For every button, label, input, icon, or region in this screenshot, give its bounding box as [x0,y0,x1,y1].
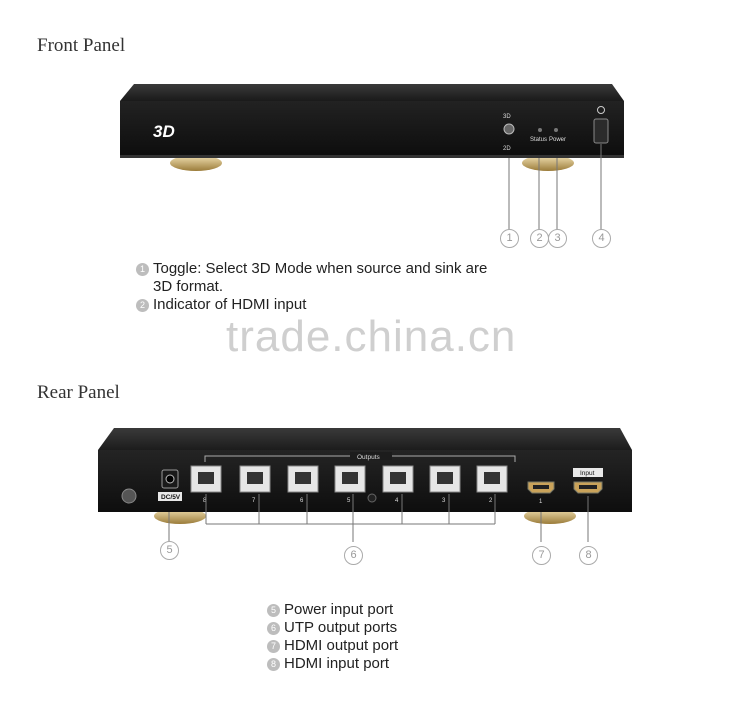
front-panel-diagram: 3D 3D 2D Status Power [120,84,624,230]
legend-text-8: HDMI input port [284,655,390,672]
status-label: Status [530,137,547,143]
legend-number-7: 7 [267,640,280,653]
legend-number-8: 8 [267,658,280,671]
legend-text-7: HDMI output port [284,637,399,654]
toggle-label-3d: 3D [503,114,511,120]
rear-device-top [98,428,632,450]
legend-item-1: 1 Toggle: Select 3D Mode when source and… [136,260,556,278]
callout-4: 4 [592,229,611,248]
port-number-4: 4 [395,498,399,504]
callout-3: 3 [548,229,567,248]
rj45-port-4 [382,465,414,493]
hdmi-input-port [573,481,603,494]
front-foot-left [170,155,222,171]
legend-item-7: 7 HDMI output port [267,637,487,655]
rear-panel-diagram: DC/5V Outputs 8 7 6 5 4 3 2 1 Input [98,428,632,542]
legend-item-1-cont: 3D format. [136,278,556,296]
front-device-face [120,101,624,157]
callout-7: 7 [532,546,551,565]
callout-5: 5 [160,541,179,560]
hdmi-out-number: 1 [539,499,543,505]
port-number-7: 7 [252,498,256,504]
power-led [554,128,558,132]
legend-text-1: Toggle: Select 3D Mode when source and s… [153,260,488,277]
outputs-label: Outputs [357,454,381,461]
toggle-label-2d: 2D [503,146,511,152]
front-panel-title: Front Panel [37,35,126,56]
toggle-button [503,123,515,135]
rear-panel-title: Rear Panel [37,382,120,403]
front-3d-logo: 3D [153,122,175,141]
rj45-port-3 [429,465,461,493]
callout-8: 8 [579,546,598,565]
rear-screw [121,488,137,504]
port-number-5: 5 [347,498,351,504]
rj45-port-2 [476,465,508,493]
front-legend: 1 Toggle: Select 3D Mode when source and… [136,260,556,314]
rj45-port-7 [239,465,271,493]
callout-2: 2 [530,229,549,248]
power-symbol-icon [597,106,605,114]
legend-number-5: 5 [267,604,280,617]
callout-1: 1 [500,229,519,248]
legend-text-1-cont: 3D format. [153,278,224,295]
legend-text-5: Power input port [284,601,394,618]
legend-number-1: 1 [136,263,149,276]
legend-number-2: 2 [136,299,149,312]
port-number-6: 6 [300,498,304,504]
watermark: trade.china.cn [226,312,517,361]
legend-text-2: Indicator of HDMI input [153,296,307,313]
power-label: Power [549,137,566,143]
legend-text-6: UTP output ports [284,619,398,636]
callout-6: 6 [344,546,363,565]
legend-item-5: 5 Power input port [267,601,487,619]
legend-item-2: 2 Indicator of HDMI input [136,296,556,314]
rear-legend: 5 Power input port 6 UTP output ports 7 … [267,601,487,673]
front-foot-right [522,155,574,171]
status-led [538,128,542,132]
power-switch [593,118,609,144]
port-number-3: 3 [442,498,446,504]
front-device-top [120,84,624,101]
dc-label: DC/5V [161,494,181,501]
rj45-port-5 [334,465,366,493]
rj45-port-8 [190,465,222,493]
legend-item-8: 8 HDMI input port [267,655,487,673]
port-number-8: 8 [203,498,207,504]
legend-number-6: 6 [267,622,280,635]
legend-item-6: 6 UTP output ports [267,619,487,637]
rj45-port-6 [287,465,319,493]
input-label: Input [580,470,595,477]
hdmi-output-port [527,481,555,494]
port-number-2: 2 [489,498,493,504]
